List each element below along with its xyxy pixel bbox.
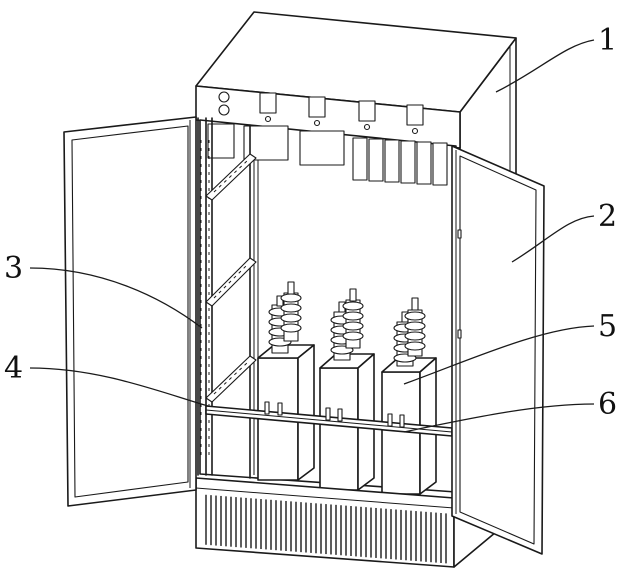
indicator-panel — [218, 91, 424, 135]
leader-1 — [495, 39, 595, 93]
right-door — [451, 145, 545, 555]
leader-3 — [29, 267, 203, 329]
leader-4 — [29, 367, 209, 407]
capacitor-3 — [381, 297, 437, 495]
leader-2 — [511, 215, 595, 263]
left-door — [63, 116, 197, 507]
callout-6: 6 — [598, 387, 617, 422]
callout-3: 3 — [4, 251, 23, 286]
rack-rail-lower — [205, 355, 257, 403]
callout-2: 2 — [598, 199, 617, 234]
rack-rail-middle — [205, 257, 257, 307]
switch-modules — [207, 123, 448, 186]
leader-5 — [403, 325, 595, 385]
meter-4 — [406, 104, 424, 135]
rack-rail-upper — [205, 153, 257, 201]
callout-4: 4 — [4, 351, 23, 386]
bushing-1b — [280, 281, 302, 342]
breaker-row — [352, 137, 448, 186]
terminal-clamps — [264, 401, 405, 428]
callout-1: 1 — [598, 23, 617, 58]
callout-5: 5 — [598, 309, 617, 344]
leader-lines — [29, 39, 595, 433]
rack-frame — [197, 117, 257, 479]
capacitor-2 — [319, 288, 375, 491]
bushing-2b — [342, 288, 364, 349]
meter-3 — [358, 100, 376, 131]
vent-grille — [205, 494, 447, 564]
meter-2 — [308, 96, 326, 127]
callout-labels: 1 2 3 4 5 6 — [4, 23, 617, 422]
leader-6 — [403, 403, 595, 433]
bushing-3b — [404, 297, 426, 357]
meter-1 — [259, 92, 277, 123]
